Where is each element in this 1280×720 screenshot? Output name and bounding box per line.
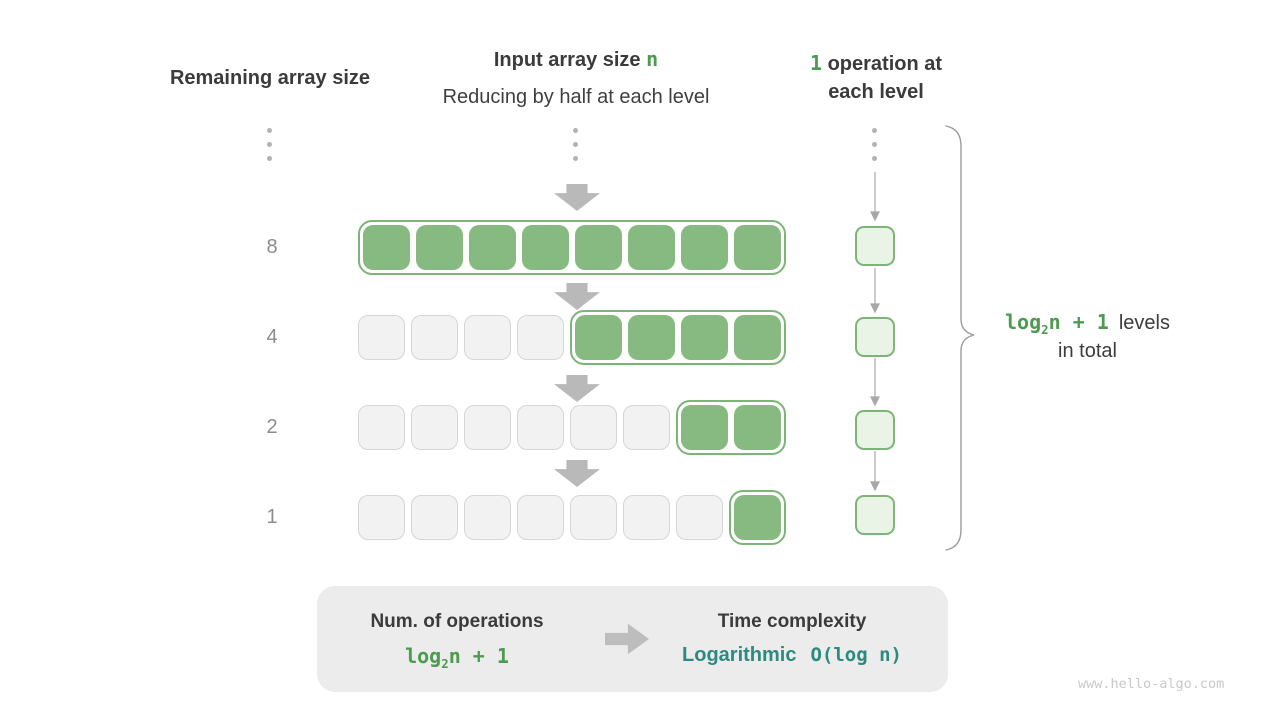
remaining-array-size-text: Remaining array size bbox=[169, 67, 371, 89]
array-cell-inactive bbox=[623, 404, 670, 450]
array-cell-inactive bbox=[676, 494, 723, 540]
array-cell-inactive bbox=[623, 494, 670, 540]
array-cell-inactive bbox=[517, 404, 564, 450]
array-cell-inactive bbox=[464, 494, 511, 540]
array-row: 4 bbox=[266, 292, 786, 382]
array-cell-active bbox=[522, 224, 569, 270]
ellipsis-icon bbox=[573, 128, 578, 161]
logarithmic-word: Logarithmic bbox=[682, 644, 797, 666]
array-cell-inactive bbox=[517, 314, 564, 360]
num-operations-block: Num. of operations log2n + 1 bbox=[317, 586, 597, 692]
active-subarray-group bbox=[570, 309, 786, 365]
active-subarray-group bbox=[729, 489, 786, 545]
array-row: 8 bbox=[266, 202, 786, 292]
array-cell-active bbox=[575, 224, 622, 270]
array-cell-inactive bbox=[411, 314, 458, 360]
ellipsis-icon bbox=[872, 128, 877, 161]
input-array-size-header: Input array size n Reducing by half at e… bbox=[416, 45, 736, 111]
array-cell-active bbox=[734, 224, 781, 270]
reducing-by-half-line: Reducing by half at each level bbox=[416, 83, 736, 111]
array-cell-inactive bbox=[358, 494, 405, 540]
time-complexity-value: Logarithmic O(log n) bbox=[647, 644, 937, 667]
array-cell-active bbox=[363, 224, 410, 270]
ellipsis-icon bbox=[267, 128, 272, 161]
array-cell-active bbox=[734, 494, 781, 540]
watermark-text: www.hello-algo.com bbox=[1078, 676, 1225, 692]
array-cell-inactive bbox=[358, 404, 405, 450]
active-subarray-group bbox=[676, 399, 786, 455]
array-cell-active bbox=[734, 404, 781, 450]
watermark: www.hello-algo.com bbox=[1078, 676, 1224, 692]
input-array-size-line: Input array size n bbox=[416, 45, 736, 74]
array-cell-inactive bbox=[464, 404, 511, 450]
levels-total-note: log2n + 1 levels in total bbox=[980, 308, 1195, 365]
operation-square bbox=[855, 495, 895, 535]
operation-square bbox=[855, 226, 895, 266]
array-cell-inactive bbox=[570, 494, 617, 540]
remaining-size-label: 4 bbox=[266, 325, 278, 348]
array-cell-active bbox=[681, 224, 728, 270]
remaining-size-label: 2 bbox=[266, 415, 278, 438]
array-cell-inactive bbox=[464, 314, 511, 360]
remaining-array-size-header: Remaining array size bbox=[120, 64, 420, 92]
array-cell-inactive bbox=[570, 404, 617, 450]
in-total-text: in total bbox=[1058, 340, 1117, 362]
each-level-text: each level bbox=[828, 81, 924, 103]
operation-square bbox=[855, 410, 895, 450]
array-cell-active bbox=[681, 404, 728, 450]
array-cell-active bbox=[416, 224, 463, 270]
operation-line1: 1 operation at bbox=[770, 49, 982, 78]
summary-box: Num. of operations log2n + 1 Time comple… bbox=[317, 586, 948, 692]
one-symbol: 1 bbox=[809, 51, 823, 75]
time-complexity-block: Time complexity Logarithmic O(log n) bbox=[647, 586, 937, 692]
array-cell-active bbox=[628, 314, 675, 360]
array-cell-active bbox=[628, 224, 675, 270]
n-symbol: n bbox=[646, 47, 659, 71]
levels-total-line1: log2n + 1 levels bbox=[980, 308, 1195, 337]
big-o-notation: O(log n) bbox=[810, 644, 902, 666]
array-cell-inactive bbox=[411, 494, 458, 540]
levels-total-line2: in total bbox=[980, 337, 1195, 365]
remaining-size-label: 1 bbox=[266, 505, 278, 528]
operation-flow-arrows bbox=[870, 172, 880, 492]
array-cell-active bbox=[734, 314, 781, 360]
levels-word: levels bbox=[1118, 312, 1170, 334]
array-cell-active bbox=[575, 314, 622, 360]
levels-brace bbox=[945, 125, 975, 551]
operation-line2: each level bbox=[770, 78, 982, 106]
array-cell-active bbox=[681, 314, 728, 360]
operation-square bbox=[855, 317, 895, 357]
reducing-by-half-text: Reducing by half at each level bbox=[442, 86, 710, 108]
time-complexity-title: Time complexity bbox=[717, 611, 867, 632]
array-cell-inactive bbox=[358, 314, 405, 360]
array-cell-active bbox=[469, 224, 516, 270]
array-row: 1 bbox=[266, 472, 786, 562]
array-cell-inactive bbox=[517, 494, 564, 540]
right-arrow-icon bbox=[605, 623, 649, 655]
operation-at-text: operation at bbox=[822, 53, 943, 75]
input-array-size-text: Input array size bbox=[493, 49, 647, 71]
array-cell-inactive bbox=[411, 404, 458, 450]
array-levels: 8 4 2 1 bbox=[266, 202, 786, 562]
remaining-size-label: 8 bbox=[266, 235, 278, 258]
log2n-plus-1-formula: log2n + 1 bbox=[1005, 310, 1109, 337]
num-operations-title: Num. of operations bbox=[370, 610, 544, 632]
array-row: 2 bbox=[266, 382, 786, 472]
active-subarray-group bbox=[358, 219, 786, 275]
num-operations-formula: log2n + 1 bbox=[405, 643, 509, 671]
operation-per-level-header: 1 operation at each level bbox=[770, 49, 982, 106]
